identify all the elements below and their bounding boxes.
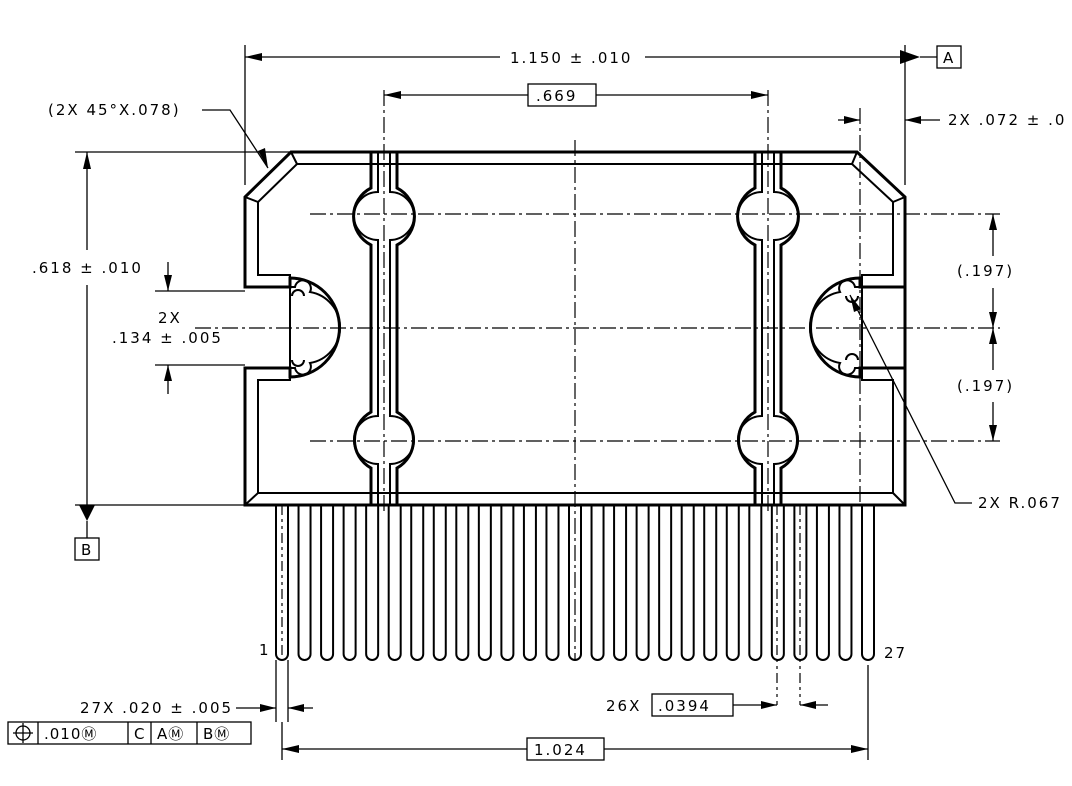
pin-last-label: 27 bbox=[884, 644, 907, 662]
pin-lead bbox=[342, 505, 357, 661]
pin-lead bbox=[432, 505, 447, 661]
datum-b-label: B bbox=[81, 541, 93, 559]
pin-lead bbox=[613, 505, 628, 661]
fcf-datum-a: AⓂ bbox=[157, 725, 184, 743]
pin-lead bbox=[410, 505, 425, 661]
dimension-labels: A B 1.150 ± .010 .669 (2X 45°X.078) 2X .… bbox=[32, 49, 1066, 759]
right-lower-ref: (.197) bbox=[957, 377, 1014, 395]
position-icon bbox=[13, 723, 33, 743]
pin-lead bbox=[680, 505, 695, 661]
pin-pitch-box bbox=[651, 693, 734, 717]
dimension-lines bbox=[75, 45, 997, 760]
pin-pitch-label: .0394 bbox=[658, 697, 711, 715]
fcf-datum-b: BⓂ bbox=[203, 725, 230, 743]
hole-spacing-label: .669 bbox=[536, 87, 577, 105]
pin-lead bbox=[838, 505, 853, 661]
pin-lead bbox=[297, 505, 312, 661]
edge-width-label: 2X .072 ± .0 bbox=[948, 111, 1066, 129]
pin-first-label: 1 bbox=[259, 641, 271, 659]
pin-pitch-count-label: 26X bbox=[606, 697, 641, 715]
pin-lead bbox=[568, 505, 582, 661]
pin-lead bbox=[770, 505, 785, 661]
datum-a-box bbox=[936, 45, 962, 69]
height-label: .618 ± .010 bbox=[32, 259, 143, 277]
center-lines bbox=[195, 90, 1000, 660]
dimension-boxes bbox=[7, 45, 962, 761]
pin-lead bbox=[545, 505, 560, 661]
datum-b-box bbox=[74, 537, 100, 561]
pin-lead bbox=[500, 505, 515, 661]
fcf-tolerance: .010Ⓜ bbox=[44, 725, 97, 743]
slot-count-label: 2X bbox=[158, 309, 182, 327]
pin-lead bbox=[703, 505, 718, 661]
datum-a-label: A bbox=[943, 49, 955, 67]
chamfer-note: (2X 45°X.078) bbox=[48, 101, 181, 119]
pin-lead bbox=[658, 505, 673, 661]
pin-phantom-lines bbox=[281, 505, 801, 705]
pin-lead bbox=[522, 505, 537, 661]
slot-width-label: .134 ± .005 bbox=[112, 329, 223, 347]
pin-lead bbox=[748, 505, 763, 661]
fcf-datum-c: C bbox=[134, 725, 145, 743]
pin-lead bbox=[590, 505, 605, 661]
right-upper-ref: (.197) bbox=[957, 262, 1014, 280]
pin-lead bbox=[725, 505, 740, 661]
fcf-frame bbox=[7, 721, 252, 745]
pin-lead bbox=[477, 505, 492, 661]
pin-lead bbox=[320, 505, 335, 661]
pin-lead bbox=[815, 505, 830, 661]
pin-span-box bbox=[526, 737, 605, 761]
pin-lead bbox=[861, 505, 875, 661]
radius-note: 2X R.067 bbox=[978, 494, 1062, 512]
pin-span-label: 1.024 bbox=[534, 741, 587, 759]
lead-width-label: 27X .020 ± .005 bbox=[80, 699, 233, 717]
pin-leads bbox=[275, 505, 875, 661]
hole-spacing-box bbox=[527, 83, 597, 107]
pin-lead bbox=[635, 505, 650, 661]
overall-width-label: 1.150 ± .010 bbox=[510, 49, 632, 67]
pin-lead bbox=[365, 505, 380, 661]
pin-lead bbox=[455, 505, 470, 661]
pin-lead bbox=[387, 505, 402, 661]
